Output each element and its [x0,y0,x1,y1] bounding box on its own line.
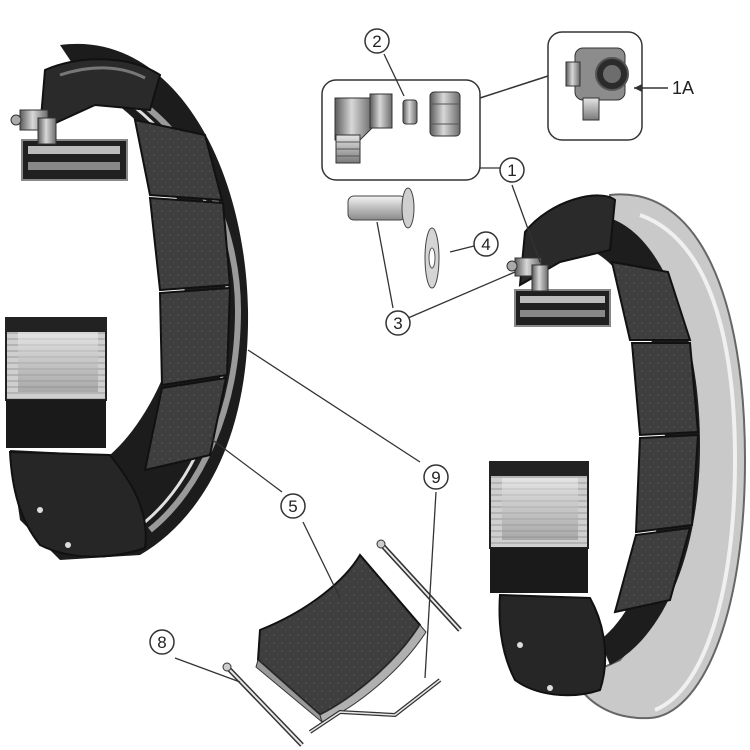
left-clutch-half [5,43,249,561]
retaining-rod-upper [376,539,462,632]
svg-text:5: 5 [288,497,297,516]
ferrule [402,99,418,125]
retaining-spring [308,678,442,734]
label-1a: 1A [672,78,694,98]
quick-release-valve [565,47,629,121]
elbow-fitting [334,93,393,164]
leader-box-to-1a [479,75,549,99]
callout-4: 4 [473,231,499,257]
callout-2: 2 [364,28,390,54]
friction-shoe [255,553,427,724]
leader-lines [174,53,541,683]
right-clutch-assembly [489,193,747,720]
compression-nut [429,91,461,137]
callout-8: 8 [149,629,175,655]
left-bottom-shell [8,450,147,558]
left-friction-blocks [133,118,232,472]
right-friction-blocks [610,260,700,614]
fittings-group [321,79,481,181]
right-top-shell [518,194,617,287]
right-top-clamp [514,289,611,327]
svg-text:4: 4 [481,235,490,254]
svg-text:8: 8 [157,633,166,652]
svg-text:1: 1 [507,161,516,180]
right-bottom-shell [498,593,607,697]
left-top-shell [38,58,162,132]
svg-text:9: 9 [431,468,440,487]
left-air-fitting [10,109,57,145]
callout-5: 5 [280,493,306,519]
washer [424,227,440,289]
retaining-pin [222,662,304,747]
svg-text:3: 3 [393,314,402,333]
svg-text:2: 2 [372,32,381,51]
callout-1: 1 [499,157,525,183]
spacer-tube [347,187,415,229]
part-1a-group: 1A [547,31,694,141]
callout-9: 9 [423,464,449,490]
callout-3: 3 [385,310,411,336]
right-air-fitting [506,257,549,292]
